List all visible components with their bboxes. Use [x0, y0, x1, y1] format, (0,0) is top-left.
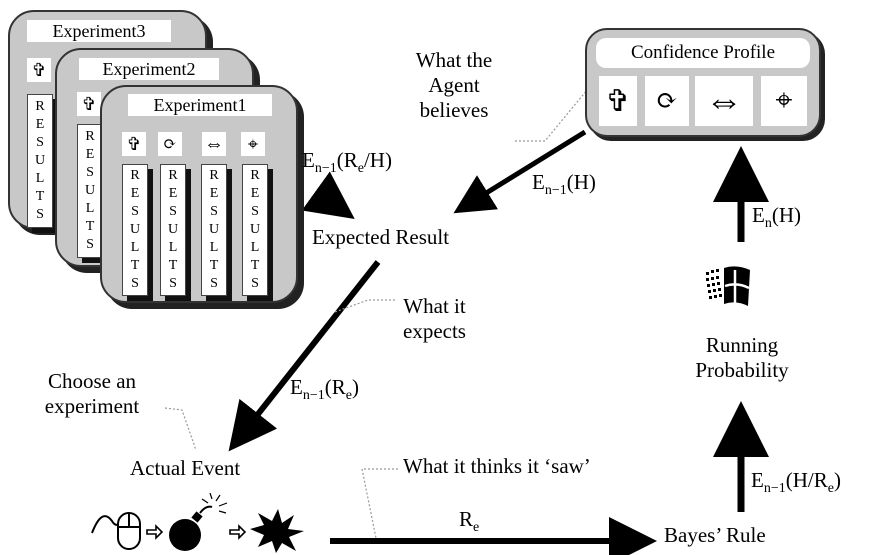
- edge-label-en-h: En(H): [752, 203, 801, 231]
- confidence-profile-title: Confidence Profile: [596, 38, 810, 68]
- cross-icon: ✞: [77, 92, 101, 116]
- windows-logo-icon: [706, 266, 750, 306]
- small-arrow-icon: [229, 524, 247, 540]
- leader-agent-believes: [515, 83, 593, 142]
- arrow-expected-to-actual: [228, 260, 381, 452]
- cross-icon: ✞: [122, 132, 146, 156]
- cycle-arrows-icon: ⟳: [158, 132, 182, 156]
- experiment3-title: Experiment3: [27, 20, 171, 42]
- edge-label-en1-h-given-re: En−1(H/Re): [751, 468, 841, 496]
- cycle-arrows-icon: ⟳: [645, 76, 689, 126]
- cross-icon: ✞: [599, 76, 637, 126]
- node-actual-event: Actual Event: [130, 456, 241, 480]
- node-expected-result: Expected Result: [312, 225, 450, 249]
- leader-what-it-expects: [334, 299, 395, 313]
- edge-label-en1-h: En−1(H): [532, 170, 596, 198]
- annotation-what-it-saw: What it thinks it ‘saw’: [403, 454, 591, 478]
- node-bayes-rule: Bayes’ Rule: [664, 523, 766, 547]
- node-running-probability: Running Probability: [695, 333, 789, 383]
- edge-label-re: Re: [459, 507, 480, 535]
- edge-label-en1-re: En−1(Re): [290, 375, 359, 403]
- double-arrow-icon: ⇔: [202, 132, 226, 156]
- double-arrow-icon: ⇔: [695, 76, 753, 126]
- event-icons: [91, 493, 304, 553]
- edge-label-en1-re-given-h: En−1(Re/H): [302, 148, 392, 176]
- cross-icon: ✞: [27, 58, 51, 82]
- crosshair-icon: ⌖: [241, 132, 265, 156]
- mouse-icon: [91, 512, 141, 550]
- confidence-profile-card: Confidence Profile ✞ ⟳ ⇔ ⌖: [585, 28, 821, 137]
- arrow-confidence-to-expected: [453, 129, 587, 214]
- bomb-icon: [169, 493, 228, 551]
- experiment1-title: Experiment1: [128, 94, 272, 116]
- arrow-experiments-to-expected: [301, 171, 355, 220]
- explosion-icon: [250, 509, 304, 553]
- experiment2-title: Experiment2: [79, 58, 219, 80]
- crosshair-icon: ⌖: [761, 76, 807, 126]
- leader-what-it-saw: [361, 468, 398, 539]
- leader-choose-experiment: [164, 407, 197, 451]
- annotation-agent-believes: What the Agent believes: [415, 48, 493, 123]
- annotation-choose-experiment: Choose an experiment: [44, 369, 140, 419]
- small-arrow-icon: [146, 524, 164, 540]
- annotation-what-it-expects: What it expects: [403, 294, 466, 344]
